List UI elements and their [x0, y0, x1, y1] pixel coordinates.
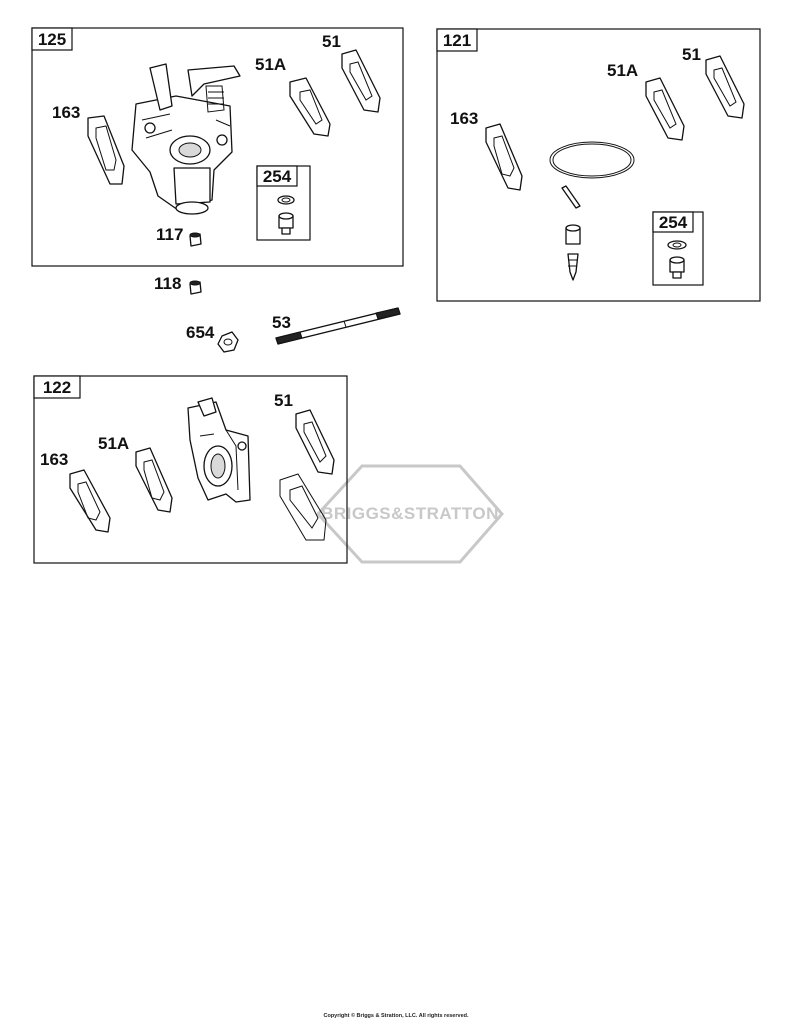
box-121-overhaul-kit: 121 163 51A 51 254 [436, 28, 761, 302]
gasket-51a [645, 77, 685, 141]
washer [667, 240, 687, 250]
nut-654 [217, 331, 239, 353]
float-bowl [173, 167, 211, 205]
callout-51a: 51A [607, 61, 638, 80]
washer [277, 195, 295, 205]
gasket-163-opening [95, 125, 117, 171]
bowl-o-ring [549, 141, 635, 179]
bowl-bottom [175, 201, 209, 215]
loose-parts: 118 654 53 [154, 274, 401, 353]
callout-53: 53 [272, 313, 291, 332]
gasket-163 [485, 123, 523, 191]
box-122-number: 122 [43, 378, 71, 397]
callout-163: 163 [40, 450, 68, 469]
carburetor-spacer [187, 397, 251, 503]
box-125-frame [31, 27, 404, 267]
callout-51a: 51A [255, 55, 286, 74]
stud-thread-right [375, 307, 401, 320]
briggs-stratton-watermark: BRIGGS&STRATTON [315, 464, 504, 564]
gasket-51 [705, 55, 745, 119]
copyright-notice: Copyright © Briggs & Stratton, LLC. All … [323, 1013, 469, 1019]
gasket-163 [69, 469, 111, 533]
gasket-51-opening [349, 61, 373, 101]
callout-51a: 51A [98, 434, 129, 453]
box-121-number: 121 [443, 31, 471, 50]
callout-117: 117 [156, 225, 183, 244]
throttle-linkage [187, 65, 241, 97]
carburetor [131, 63, 241, 215]
box-122-spacer-kit: 122 163 51A 51 [33, 375, 348, 564]
gasket-51a-opening [299, 89, 323, 125]
spacer-tab [197, 397, 217, 417]
box-254-tag [652, 211, 694, 233]
callout-118: 118 [154, 274, 181, 293]
callout-163: 163 [52, 103, 80, 122]
box-125-carburetor-assembly: 125 163 51A 51 254 [31, 27, 404, 267]
linkage-spring [205, 85, 225, 113]
inlet-needle [567, 253, 579, 281]
gasket-51a [289, 77, 331, 137]
watermark-text: BRIGGS&STRATTON [321, 504, 499, 523]
float-pin [561, 185, 581, 209]
box-122-frame [33, 375, 348, 564]
callout-51: 51 [682, 45, 701, 64]
box-254-number: 254 [263, 167, 292, 186]
callout-51: 51 [274, 391, 293, 410]
box-254-number: 254 [659, 213, 688, 232]
box-122-tag [33, 375, 81, 399]
gasket-51a [135, 447, 173, 513]
box-125-number: 125 [38, 30, 66, 49]
ghost-gasket-outline [279, 473, 327, 541]
mounting-hole [144, 122, 156, 134]
watermark-hexagon [315, 464, 504, 564]
gasket-51 [295, 409, 335, 475]
box-254-tag [256, 165, 298, 187]
box-121-tag [436, 28, 478, 52]
box-121-frame [436, 28, 761, 302]
callout-654: 654 [186, 323, 215, 342]
stud-thread-left [275, 331, 303, 345]
stud-53 [275, 307, 401, 345]
box-125-tag [31, 27, 73, 51]
callout-51: 51 [322, 32, 341, 51]
gasket-51 [341, 49, 381, 113]
choke-lever [149, 63, 173, 111]
callout-163: 163 [450, 109, 478, 128]
